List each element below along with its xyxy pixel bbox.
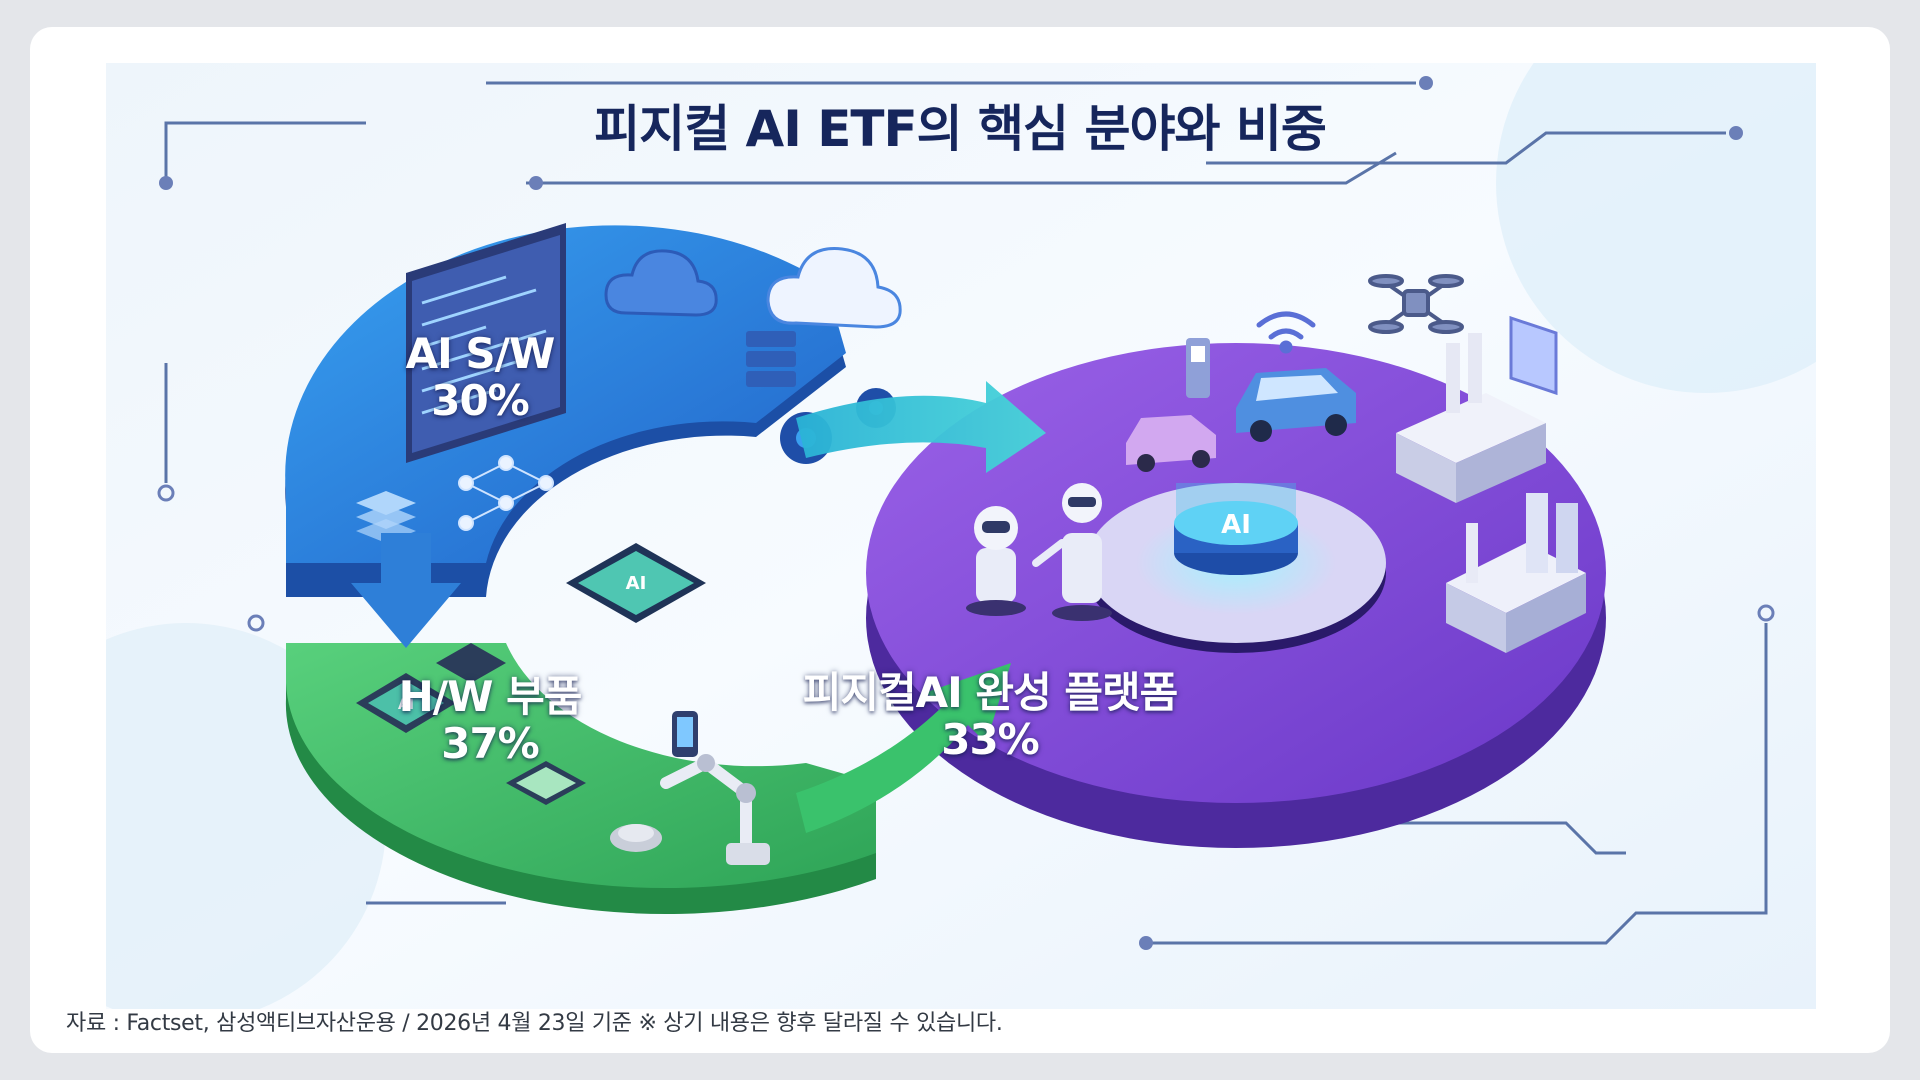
server-icon: [746, 331, 796, 387]
ai-etf-diagram: AI: [106, 63, 1816, 1009]
platform-segment-percent: 33%: [670, 716, 1310, 763]
sw-segment-label: AI S/W 30%: [280, 330, 680, 424]
page-title: 피지컬 AI ETF의 핵심 분야와 비중: [30, 89, 1890, 161]
hw-segment-label: H/W 부품 37%: [290, 673, 690, 767]
hw-segment-name: H/W 부품: [290, 673, 690, 720]
hub-label: AI: [1221, 510, 1251, 540]
hw-segment-percent: 37%: [290, 720, 690, 767]
charger-icon: [1186, 338, 1210, 398]
dashboard-panel-icon: [1511, 318, 1556, 393]
ai-hub-icon: AI: [1174, 483, 1298, 575]
sw-segment-name: AI S/W: [280, 330, 680, 377]
platform-segment-label: 피지컬AI 완성 플랫폼 33%: [670, 669, 1310, 763]
source-footnote: 자료 : Factset, 삼성액티브자산운용 / 2026년 4월 23일 기…: [66, 1005, 1003, 1037]
sw-segment-percent: 30%: [280, 377, 680, 424]
motor-icon: [610, 824, 662, 852]
chip-label: AI: [626, 573, 647, 594]
platform-segment-name: 피지컬AI 완성 플랫폼: [670, 669, 1310, 716]
card: AI: [30, 27, 1890, 1053]
